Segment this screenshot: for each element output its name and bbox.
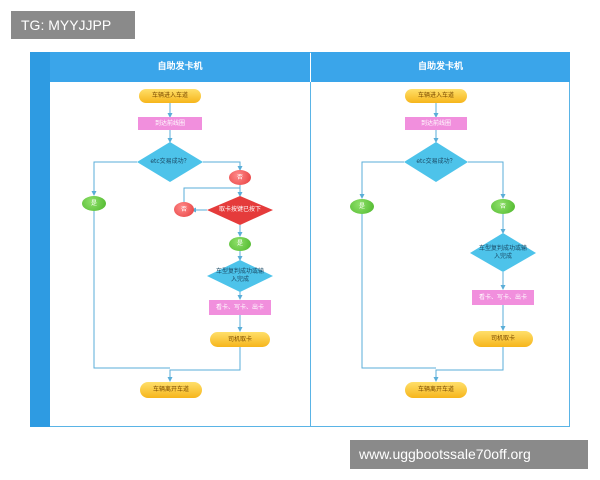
- yes-node: 是: [82, 196, 106, 211]
- yes2-node: 是: [229, 237, 251, 251]
- take-card-pill-r: 司机取卡: [473, 331, 533, 347]
- decision-vehicle-check-label: 车型复判成功或输入完成: [215, 268, 264, 283]
- arrow-yes-to-end: [93, 211, 170, 369]
- lane-divider: [310, 82, 311, 427]
- arrow-take-to-end-r: [433, 347, 504, 382]
- decision-diamond-vehicle-check-r: [470, 233, 536, 272]
- yes-node-r: 是: [350, 199, 374, 214]
- decision-diamond-etc-r: [404, 142, 468, 182]
- decision-diamond-etc: [137, 142, 203, 182]
- end-pill: 车辆离开车道: [140, 382, 202, 398]
- action-box-r: 看卡、写卡、出卡: [472, 290, 534, 305]
- arrow-decision-yes: [91, 161, 137, 196]
- arrow-take-to-end: [167, 347, 241, 382]
- flowchart-frame: [30, 52, 570, 427]
- take-card-pill: 司机取卡: [210, 332, 270, 347]
- arrow-loop-back: [183, 187, 240, 202]
- decision-diamond-card-button: [207, 196, 273, 225]
- decision-etc-label: etc交易成功？: [150, 158, 190, 165]
- no-node-r: 否: [491, 199, 515, 214]
- arrive-box: 到达前线圈: [138, 117, 202, 130]
- decision-diamond-vehicle-check: [207, 260, 273, 292]
- arrive-box-r: 到达前线圈: [405, 117, 467, 130]
- decision-card-button-label: 取卡按键已按下: [218, 206, 261, 213]
- watermark: www.uggbootssale70off.org: [350, 440, 588, 469]
- lane-header-left: 自助发卡机: [50, 52, 310, 82]
- start-pill: 车辆进入车道: [139, 89, 201, 103]
- arrow-decision-yes-r: [359, 161, 404, 199]
- action-box: 看卡、写卡、出卡: [209, 300, 271, 315]
- lane-header-right: 自助发卡机: [311, 52, 570, 82]
- decision-vehicle-check-label-r: 车型复判成功或输入完成: [478, 245, 527, 260]
- decision-etc-label-r: etc交易成功？: [416, 158, 456, 165]
- start-pill-r: 车辆进入车道: [405, 89, 467, 103]
- arrow-decision-no: [203, 161, 243, 171]
- tg-label: TG: MYYJJPP: [11, 11, 135, 39]
- arrow-decision-no-r: [468, 161, 506, 199]
- arrow-yes-to-end-r: [361, 214, 436, 369]
- end-pill-r: 车辆离开车道: [405, 382, 467, 398]
- no-node: 否: [229, 170, 251, 185]
- lane-sidebar: [30, 52, 50, 427]
- no-small-node: 否: [174, 202, 194, 217]
